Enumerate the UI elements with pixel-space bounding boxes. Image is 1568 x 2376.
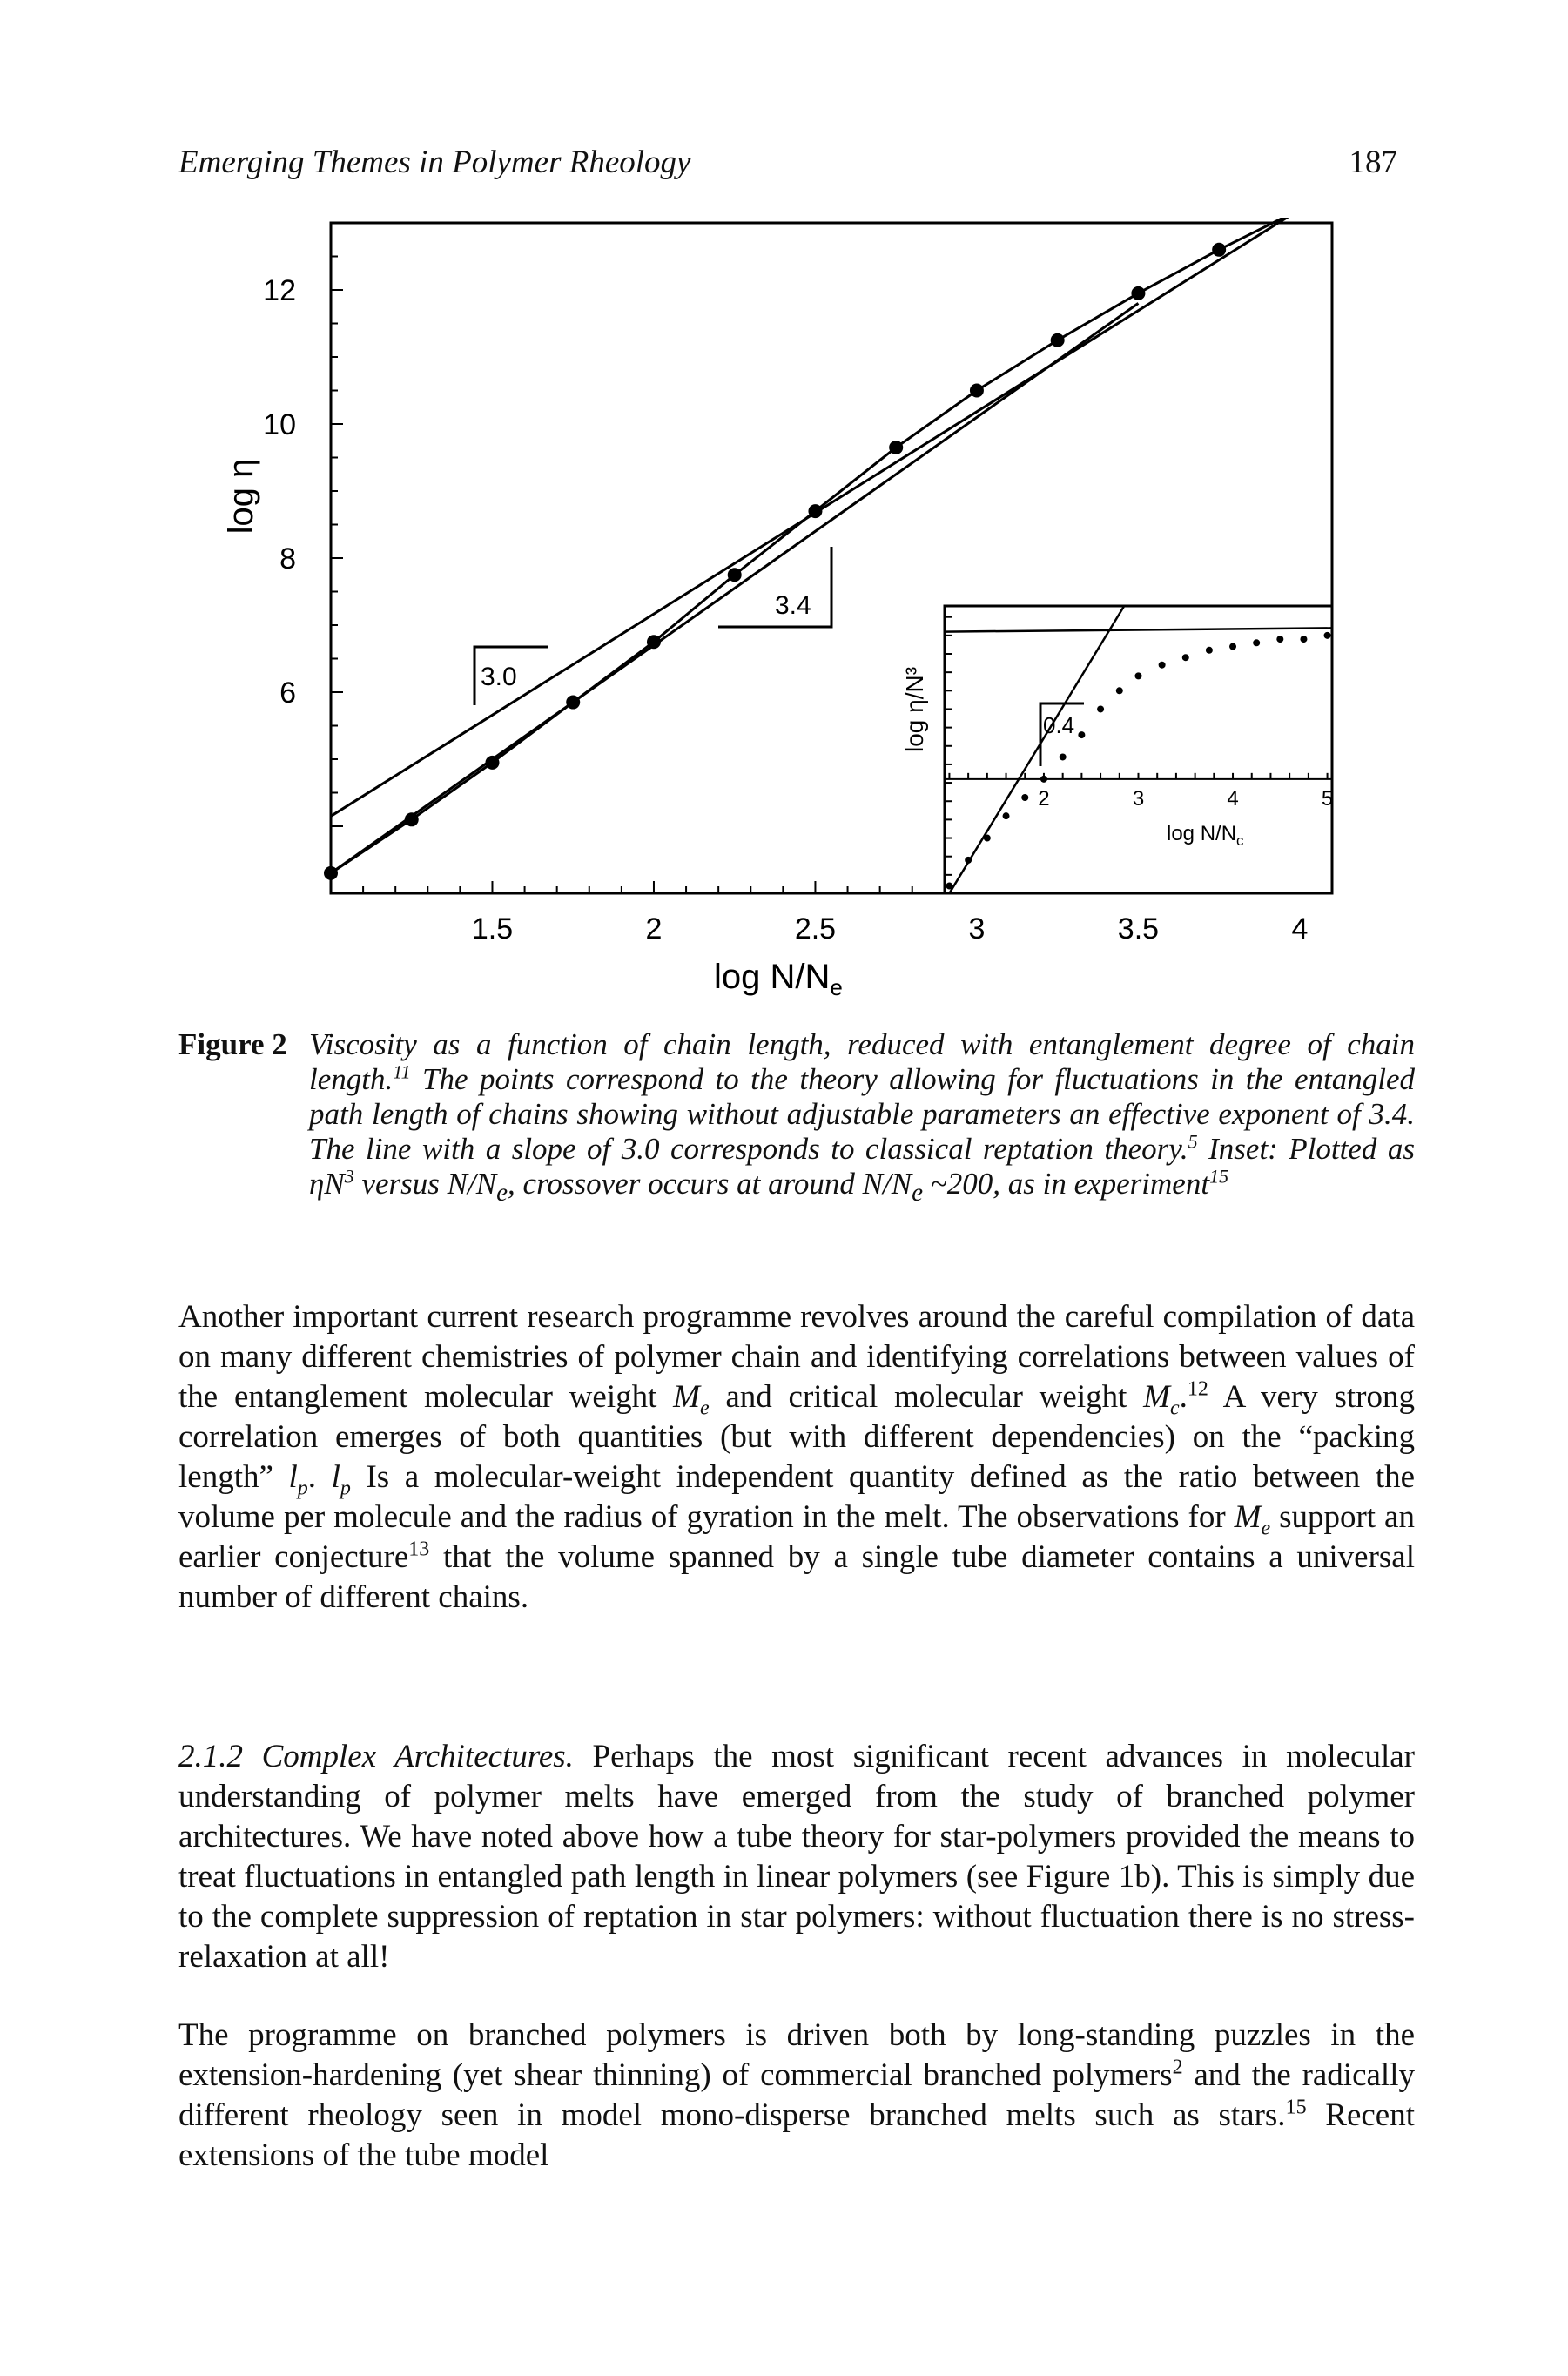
inset-data-point: [1097, 705, 1105, 713]
inset-plateau-line: [944, 627, 1333, 633]
main-data-point: [566, 695, 581, 710]
main-x-tick-label: 1.5: [472, 912, 513, 946]
main-y-tick-label: 8: [279, 542, 296, 575]
main-y-axis-label: log η: [222, 459, 260, 535]
running-head: Emerging Themes in Polymer Rheology 187: [178, 144, 1397, 187]
inset-data-point: [1276, 636, 1284, 643]
slope-triangle-3-4: [718, 547, 833, 629]
main-data-point: [1212, 242, 1227, 257]
caption-text: Viscosity as a function of chain length,…: [309, 1027, 1415, 1207]
page-number: 187: [1349, 145, 1398, 180]
main-series-line: [330, 302, 1140, 875]
main-x-tick-label: 2: [646, 912, 663, 946]
inset-data-point: [1078, 731, 1086, 739]
main-series-points: [324, 242, 1227, 880]
inset-frame: [943, 604, 1334, 895]
main-data-point: [727, 568, 742, 582]
main-x-axis-label: log N/Ne: [714, 958, 843, 1000]
slope-triangle-3-0: [473, 645, 548, 705]
inset-data-point: [1323, 631, 1331, 639]
running-title: Emerging Themes in Polymer Rheology: [178, 145, 691, 180]
inset-data-point: [1253, 639, 1261, 647]
inset-x-tick-labels: 2 3 4 5: [1038, 787, 1333, 811]
inset-x-tick-label: 4: [1227, 787, 1238, 811]
inset-data-point: [1205, 646, 1213, 654]
inset-data-point: [1040, 775, 1047, 783]
main-x-tick-label: 4: [1291, 912, 1308, 946]
main-data-point: [808, 504, 823, 519]
figure-caption: Figure 2 Viscosity as a function of chai…: [178, 1027, 1415, 1210]
inset-lines: [944, 605, 1333, 894]
inset-data-point: [1134, 672, 1142, 680]
inset-data-point: [1002, 812, 1010, 820]
inset-x-tick-label: 5: [1322, 787, 1333, 811]
main-data-point: [889, 440, 904, 454]
caption-label: Figure 2: [178, 1027, 287, 1061]
inset-data-point: [1059, 753, 1067, 761]
slope-label-3-0: 3.0: [481, 663, 517, 691]
inset-slope-line: [948, 605, 1126, 894]
main-x-tick-label: 3: [968, 912, 985, 946]
main-data-point: [324, 865, 338, 880]
inset-x-tick-label: 3: [1133, 787, 1144, 811]
inset-series-points: [946, 631, 1331, 890]
inset-data-point: [1158, 661, 1166, 669]
paragraph-2: 2.1.2 Complex Architectures. Perhaps the…: [178, 1739, 1415, 1975]
main-x-tick-label: 3.5: [1118, 912, 1159, 946]
inset-data-point: [1181, 654, 1189, 662]
inset-data-point: [1300, 636, 1308, 643]
main-data-point: [485, 755, 500, 770]
inset-x-axis-label: log N/Nc: [1167, 822, 1244, 849]
main-y-tick-label: 6: [279, 676, 296, 710]
inset-data-point: [1021, 794, 1029, 801]
inset-data-point: [946, 882, 953, 890]
section-heading: 2.1.2 Complex Architectures.: [178, 1739, 574, 1774]
main-x-tick-labels: 1.5 2 2.5 3 3.5 4: [472, 912, 1309, 946]
figure-2: 6 8 10 12 1.5 2 2.5 3 3.5 4 3.0 3.4 log η log N/…: [222, 218, 1334, 1000]
inset-y-axis-label: log η/N³: [901, 667, 928, 752]
inset-data-point: [1115, 687, 1123, 695]
main-data-point: [646, 635, 661, 650]
slope-label-3-4: 3.4: [775, 591, 811, 620]
inset-x-tick-label: 2: [1038, 787, 1049, 811]
paragraph-1: Another important current research progr…: [178, 1299, 1416, 1615]
main-y-tick-label: 12: [263, 274, 296, 307]
main-x-tick-label: 2.5: [795, 912, 836, 946]
main-data-point: [404, 812, 419, 827]
main-data-point: [969, 383, 984, 398]
inset-data-point: [1229, 643, 1237, 650]
main-y-tick-labels: 6 8 10 12: [263, 274, 296, 710]
inset-data-point: [983, 834, 991, 842]
inset-data-point: [965, 856, 972, 864]
main-y-tick-label: 10: [263, 408, 296, 441]
inset-slope-triangle: [1039, 702, 1084, 766]
main-data-point: [1131, 286, 1146, 300]
inset-slope-label: 0.4: [1043, 712, 1074, 738]
paragraph-3: The programme on branched polymers is dr…: [178, 2017, 1415, 2173]
main-data-point: [1050, 333, 1065, 347]
